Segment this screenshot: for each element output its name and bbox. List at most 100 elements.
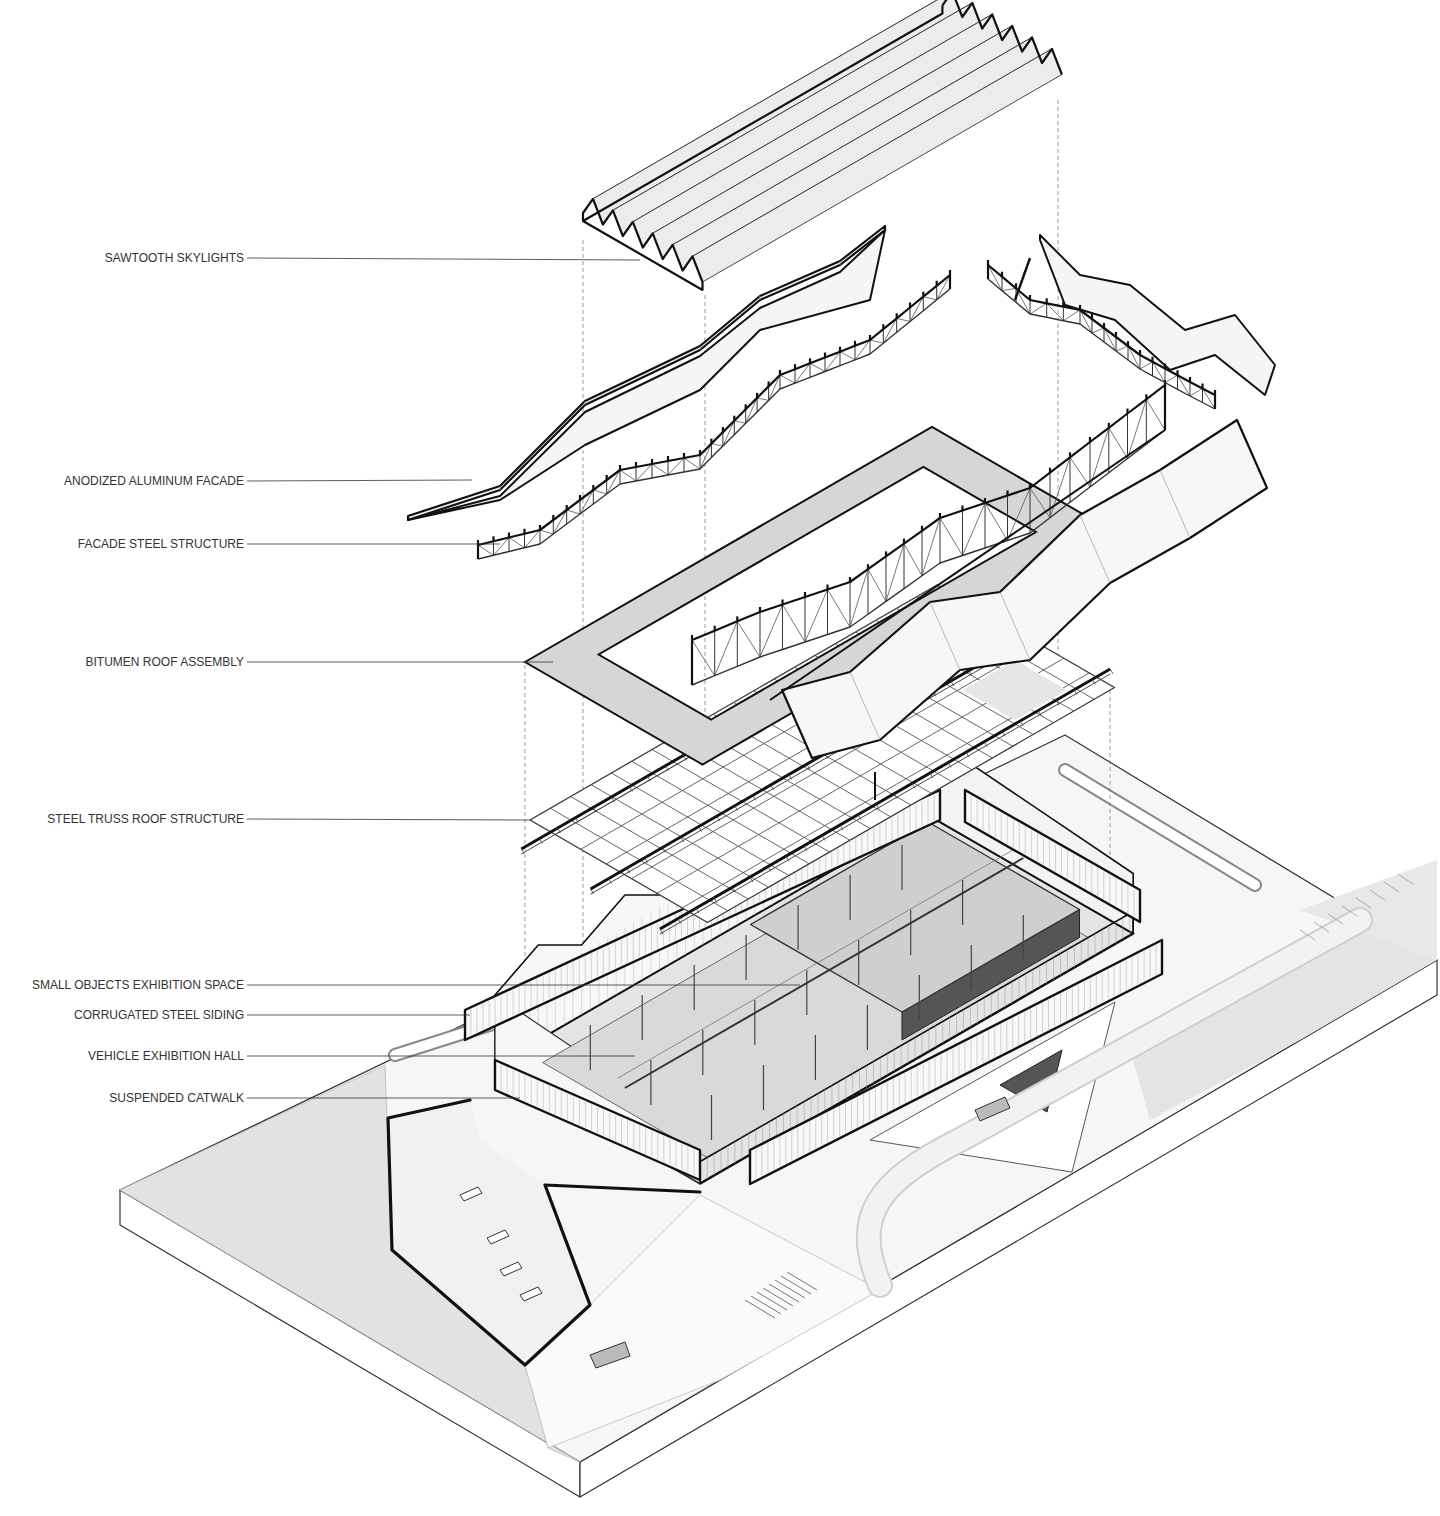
column	[797, 905, 798, 950]
column	[694, 965, 695, 1010]
beam-web	[930, 773, 933, 778]
facade-truss-post	[1146, 399, 1147, 444]
beam-web	[771, 785, 774, 790]
front-rib	[1053, 958, 1054, 980]
leader-line	[247, 480, 472, 481]
siding-rib	[651, 1131, 652, 1157]
siding-rib	[988, 1030, 989, 1060]
leader-line	[247, 1056, 635, 1057]
beam-web	[786, 856, 789, 861]
beam-web	[696, 908, 699, 913]
facade-steel-brace	[840, 352, 855, 360]
facade-truss-brace	[868, 569, 886, 601]
facade-steel-brace	[1002, 288, 1016, 290]
facade-rail	[770, 430, 1165, 700]
siding-rib	[917, 1067, 918, 1097]
front-rib	[1067, 950, 1068, 972]
aluminum-facade-face	[1040, 235, 1275, 395]
parking-stripe	[1370, 890, 1385, 900]
stair-tread	[769, 1284, 799, 1302]
facade-truss-post	[985, 503, 986, 548]
facade-steel-brace	[509, 538, 525, 548]
front-rib	[721, 1150, 722, 1172]
siding-rib	[1134, 889, 1135, 917]
siding-rib	[1061, 847, 1062, 875]
facade-truss-post	[1030, 488, 1031, 533]
siding-rib	[875, 1088, 876, 1118]
beam-web	[557, 828, 560, 833]
stair-tread	[745, 1300, 775, 1318]
siding-rib	[1079, 858, 1080, 886]
siding-rib	[761, 1146, 762, 1176]
facade-truss-post	[692, 640, 693, 685]
column	[806, 970, 807, 1015]
roof-skylight	[500, 1262, 522, 1276]
leader-line	[247, 1015, 470, 1016]
siding-rib	[983, 802, 984, 830]
facade-truss-post	[1108, 428, 1109, 473]
siding-rib	[1144, 951, 1145, 981]
facade-steel-post	[1002, 277, 1003, 291]
front-rib	[942, 1022, 943, 1044]
skylight-edge	[583, 6, 942, 222]
facade-steel-post	[509, 538, 510, 552]
part-label: STEEL TRUSS ROOF STRUCTURE	[47, 812, 244, 826]
facade-steel-brace	[780, 375, 795, 383]
corrugated-facade-fold	[1160, 470, 1190, 538]
facade-steel-chord	[478, 275, 950, 545]
facade-steel-post	[745, 409, 746, 423]
siding-rib	[657, 1134, 658, 1160]
aluminum-facade	[408, 226, 885, 520]
column	[919, 975, 920, 1020]
facade-truss-post	[868, 569, 869, 614]
siding-rib	[1036, 1006, 1037, 1036]
front-rib	[873, 1062, 874, 1084]
siding-rib	[483, 1004, 484, 1030]
facade-steel-brace	[580, 490, 593, 514]
siding-rib	[1084, 982, 1085, 1012]
facade-steel-post	[795, 369, 796, 383]
beam-web	[753, 795, 756, 800]
beam-web	[951, 681, 954, 686]
facade-steel-post	[684, 458, 685, 472]
facade-truss-brace	[692, 640, 715, 676]
siding-rib	[675, 1141, 676, 1167]
facade-steel-brace	[883, 318, 896, 343]
roof-skylight	[460, 1187, 482, 1201]
facade-truss-post	[886, 556, 887, 601]
skylight-facet	[693, 49, 1062, 282]
beam-web	[647, 776, 650, 781]
vehicle-icon	[975, 1097, 1010, 1121]
siding-rib	[543, 976, 544, 1002]
siding-rib	[657, 923, 658, 949]
front-rib	[1018, 978, 1019, 1000]
siding-rib	[881, 1085, 882, 1115]
plaza	[525, 1195, 880, 1448]
siding-rib	[1055, 844, 1056, 872]
siding-rib	[519, 987, 520, 1013]
part-label: ANODIZED ALUMINUM FACADE	[64, 474, 244, 488]
front-rib	[797, 1106, 798, 1128]
siding-rib	[585, 956, 586, 982]
facade-steel-post	[722, 432, 723, 446]
beam-web	[894, 794, 897, 799]
beam-web	[521, 849, 524, 854]
facade-steel-post	[1092, 319, 1093, 333]
siding-rib	[633, 934, 634, 960]
siding-rib	[905, 1073, 906, 1103]
beam-web	[984, 742, 987, 747]
facade-steel-chord	[988, 279, 1215, 409]
facade-steel-brace	[711, 444, 723, 447]
siding-rib	[507, 993, 508, 1019]
siding-panel	[750, 940, 1162, 1184]
beam-web	[678, 919, 681, 924]
siding-rib	[663, 920, 664, 946]
parking-stripe	[1398, 874, 1413, 884]
column	[901, 845, 902, 890]
column	[590, 1025, 591, 1070]
stair-tread	[781, 1276, 811, 1294]
aluminum-facade-fold	[700, 346, 701, 350]
siding-rib	[549, 973, 550, 999]
facade-steel-post	[1202, 389, 1203, 403]
siding-rib	[585, 1102, 586, 1128]
